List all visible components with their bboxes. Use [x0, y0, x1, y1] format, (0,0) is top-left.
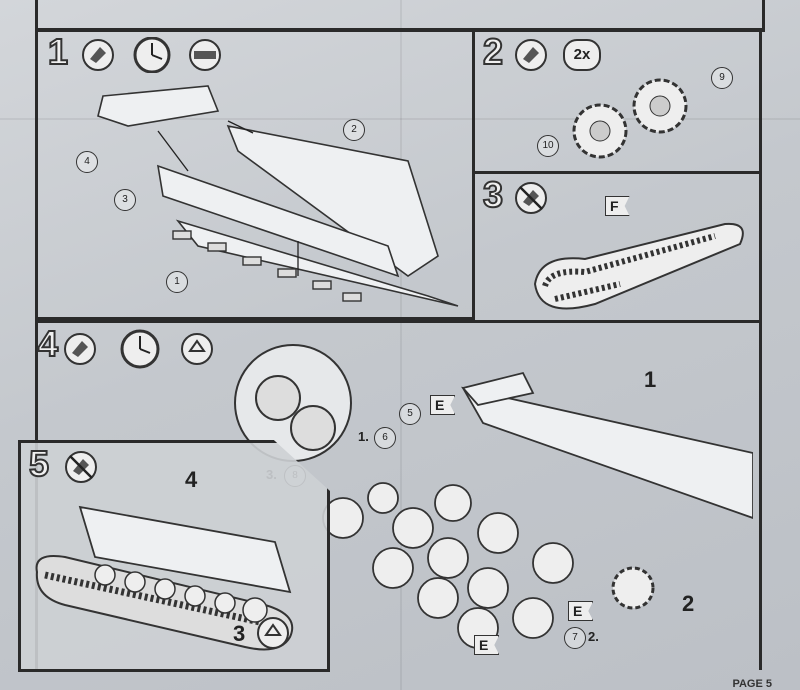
step-number: 4	[37, 322, 59, 365]
part-callout: 6	[374, 427, 396, 449]
step-number: 2	[482, 30, 504, 73]
part-callout: 9	[711, 67, 733, 89]
paper-fold	[0, 118, 800, 120]
glue-icon	[515, 39, 547, 71]
part-label: 1	[644, 367, 657, 392]
step-1-icons	[82, 37, 221, 73]
part-callout: 7	[564, 627, 586, 649]
sequence-prefix: 1.	[358, 429, 369, 444]
part-flag: E	[474, 635, 500, 655]
no-glue-icon	[515, 182, 547, 214]
part-callout: 10	[537, 135, 559, 157]
step-2-panel: 2 2x 9 10	[472, 28, 762, 174]
step-1-panel: 1	[35, 28, 475, 320]
step-3-panel: 3 F	[472, 171, 762, 323]
step-number: 1	[47, 30, 69, 73]
sprocket-drawing	[572, 78, 688, 159]
step-number: 3	[482, 173, 504, 216]
paper-fold	[400, 0, 402, 690]
part-callout: 4	[76, 151, 98, 173]
track-fitting-drawing	[35, 505, 294, 651]
part-label: 3	[233, 621, 246, 646]
no-glue-icon	[65, 451, 97, 483]
hull-exploded-drawing	[97, 85, 459, 307]
part-callout: 3	[114, 189, 136, 211]
step-4-icons	[64, 329, 213, 369]
part-callout: 5	[399, 403, 421, 425]
suspension-exploded-drawing	[234, 344, 753, 649]
step-5-panel: 5 4 3	[18, 440, 330, 672]
part-callout: 1	[166, 271, 188, 293]
step-number: 5	[28, 442, 50, 485]
part-label: 2	[682, 591, 695, 616]
rotate-icon	[257, 617, 289, 649]
sequence-suffix: 2.	[588, 629, 599, 644]
track-drawing	[533, 222, 744, 310]
part-callout: 2	[343, 119, 365, 141]
part-label: 4	[185, 467, 198, 492]
page-number: PAGE 5	[732, 678, 772, 690]
quantity-badge: 2x	[563, 39, 601, 71]
track-flag: F	[605, 196, 630, 216]
